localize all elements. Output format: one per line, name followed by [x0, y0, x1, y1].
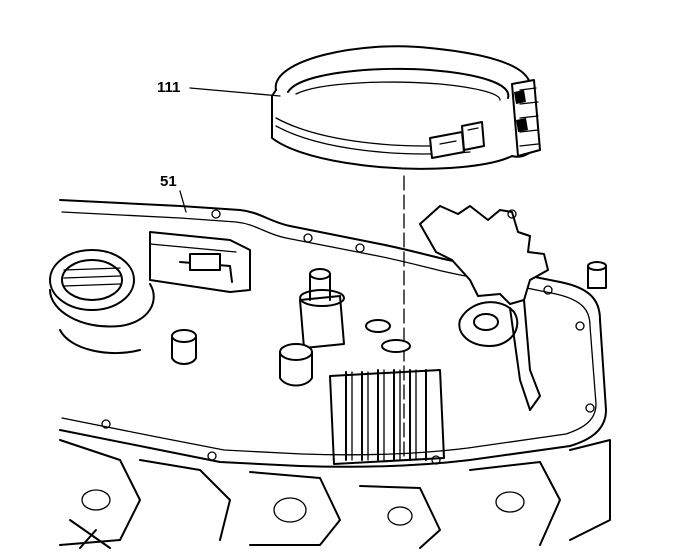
callout-51-leader	[179, 190, 187, 213]
transmission-case	[49, 199, 611, 549]
brake-band	[271, 45, 541, 170]
callout-111-label: 111	[157, 79, 180, 96]
callout-111-leader	[189, 87, 281, 97]
callout-51-label: 51	[160, 173, 177, 190]
